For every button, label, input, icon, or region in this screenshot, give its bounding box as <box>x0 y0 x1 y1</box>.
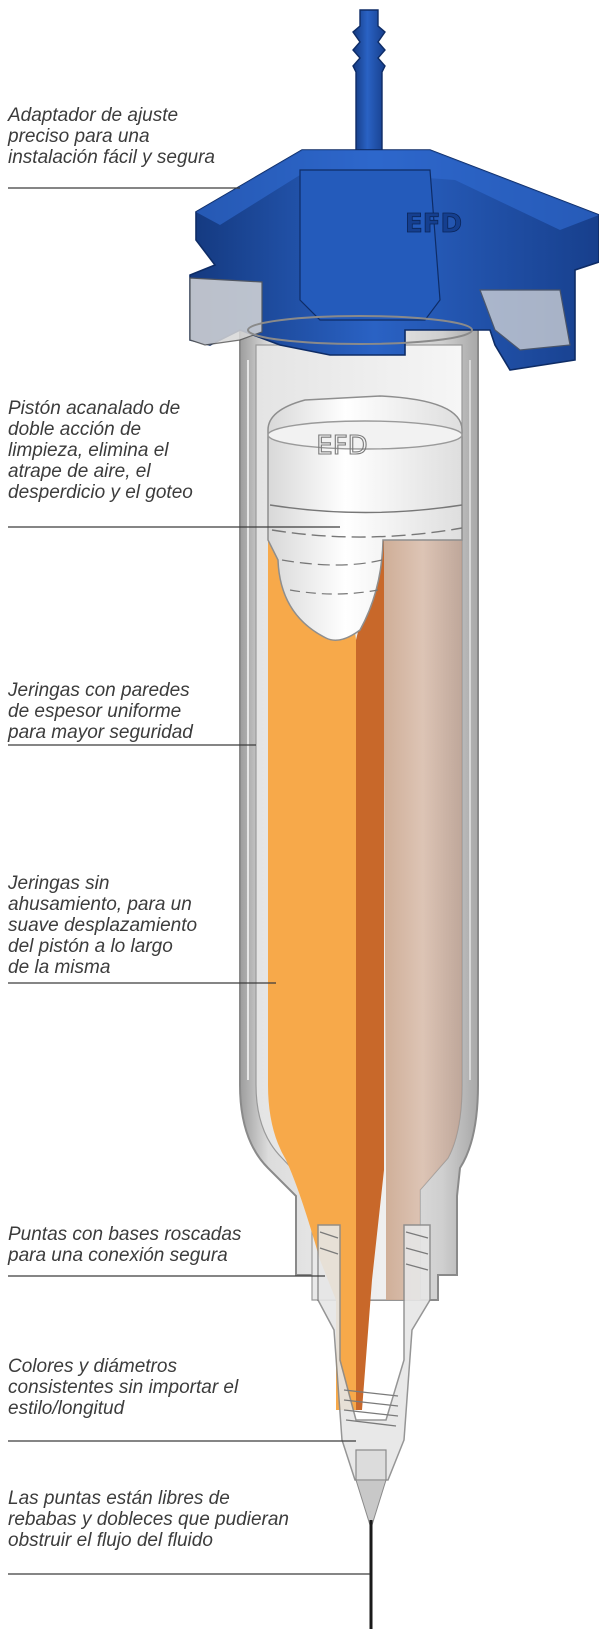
adapter-nozzle <box>352 9 386 151</box>
leader-lines <box>8 187 370 1575</box>
callout-piston: Pistón acanalado de doble acción de limp… <box>8 398 193 503</box>
tip-taper <box>355 1479 387 1526</box>
callout-burrs: Las puntas están libres de rebabas y dob… <box>8 1488 289 1551</box>
piston-groove-3 <box>281 559 383 566</box>
callout-barrel: Jeringas sin ahusamiento, para un suave … <box>8 873 198 978</box>
callout-colors: Colores y diámetros consistentes sin imp… <box>8 1356 239 1419</box>
tip-hub <box>317 1224 431 1481</box>
adapter-tab-right <box>479 289 571 351</box>
piston-groove-1 <box>269 504 463 514</box>
fluid-cut-edge <box>356 525 384 1410</box>
piston-groove-4 <box>289 589 379 595</box>
fluid-orange <box>268 525 356 1410</box>
adapter-collar <box>299 169 441 321</box>
callout-walls: Jeringas con paredes de espesor uniforme… <box>8 680 193 743</box>
tip-cannula-base <box>355 1449 387 1481</box>
adapter-mark: EFD <box>405 209 462 239</box>
adapter-seal-ring <box>247 315 473 345</box>
callout-threads: Puntas con bases roscadas para una conex… <box>8 1224 242 1266</box>
piston-top-rim <box>267 420 463 450</box>
callout-adapter: Adaptador de ajuste preciso para una ins… <box>8 105 215 168</box>
piston-mark: EFD <box>316 431 367 461</box>
adapter-top-face <box>196 150 599 230</box>
barrel-right-half <box>383 540 462 1300</box>
adapter-tab-left <box>189 277 263 346</box>
piston-groove-2 <box>271 527 463 538</box>
piston-body <box>267 395 463 641</box>
tip-threads <box>319 1231 429 1427</box>
